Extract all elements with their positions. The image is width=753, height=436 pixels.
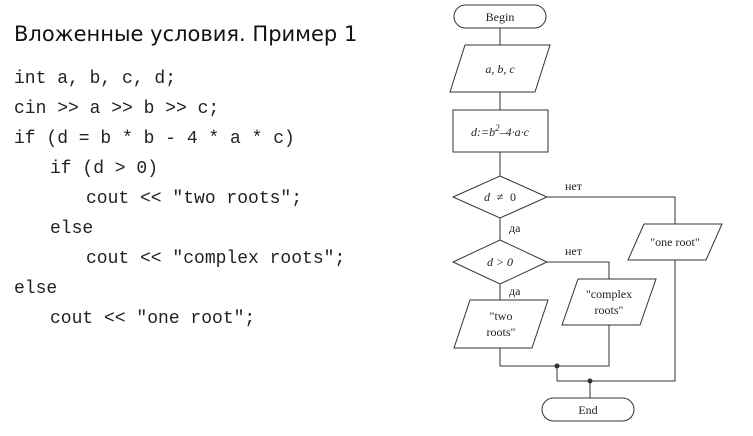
code-line-9: cout << "one root"; (50, 309, 256, 329)
one-root-label: "one root" (650, 235, 700, 249)
svg-text:0: 0 (510, 190, 516, 204)
begin-label: Begin (486, 10, 515, 24)
input-block: a, b, c (449, 44, 551, 93)
begin-terminator: Begin (453, 4, 547, 29)
svg-text:≠: ≠ (497, 190, 504, 204)
code-line-4: if (d > 0) (50, 159, 159, 179)
output-two-roots: "two roots" (453, 299, 549, 349)
connector-cond2-no (547, 261, 610, 279)
output-complex-roots: "complex roots" (561, 278, 657, 326)
assign-formula: d:=b2–4·a·c (471, 123, 530, 139)
svg-text:d: d (484, 190, 491, 204)
cond2-no-label: нет (565, 244, 583, 258)
code-line-8: else (14, 279, 58, 299)
assign-block: d:=b2–4·a·c (452, 109, 549, 153)
cond2-yes-label: да (509, 284, 521, 298)
decision-d-not-zero: d ≠ 0 (451, 175, 549, 219)
two-roots-label-line2: roots" (487, 325, 516, 339)
slide-title: Вложенные условия. Пример 1 (14, 22, 358, 46)
code-line-3: if (d = b * b - 4 * a * c) (14, 129, 295, 149)
junction-dot (587, 378, 593, 384)
code-listing: int a, b, c, d; cin >> a >> b >> c; if (… (14, 64, 345, 334)
end-label: End (578, 403, 597, 417)
complex-roots-label-line1: "complex (586, 287, 632, 301)
decision-d-positive: d > 0 (451, 239, 549, 285)
complex-roots-label-line2: roots" (595, 303, 624, 317)
connector-one-root-merge (557, 260, 676, 382)
code-line-1: int a, b, c, d; (14, 69, 177, 89)
code-line-7: cout << "complex roots"; (86, 249, 346, 269)
code-line-6: else (50, 219, 94, 239)
code-line-2: cin >> a >> b >> c; (14, 99, 220, 119)
flowchart-connectors (499, 28, 676, 398)
junction-dot (554, 363, 560, 369)
connector-cond1-no (547, 196, 676, 224)
cond1-no-label: нет (565, 179, 583, 193)
code-line-5: cout << "two roots"; (86, 189, 303, 209)
two-roots-label-line1: "two (490, 309, 513, 323)
output-one-root: "one root" (627, 223, 723, 261)
end-terminator: End (541, 397, 635, 422)
input-label: a, b, c (485, 62, 515, 76)
cond1-yes-label: да (509, 221, 521, 235)
cond2-label: d > 0 (487, 255, 513, 269)
